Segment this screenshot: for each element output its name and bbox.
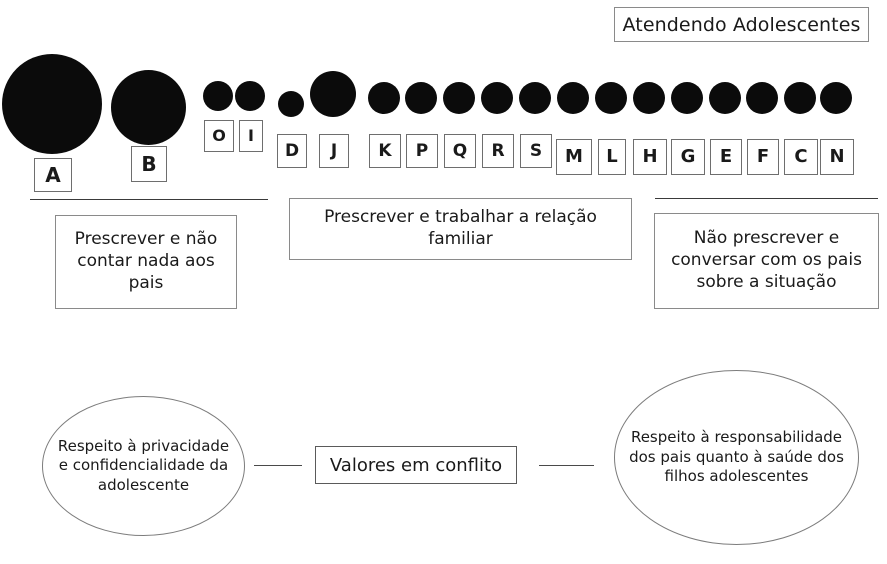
category-label-text: F <box>756 146 770 167</box>
value-ellipse-right: Respeito à responsabilidade dos pais qua… <box>614 370 859 545</box>
group-caption-middle-text: Prescrever e trabalhar a relação familia… <box>324 207 597 249</box>
frequency-dot-p <box>405 82 437 114</box>
frequency-dot-b <box>110 69 186 145</box>
category-label-text: J <box>330 140 338 161</box>
category-label-text: E <box>719 146 733 167</box>
category-label-text: L <box>606 146 618 167</box>
category-label-box-k: K <box>369 134 401 168</box>
category-label-text: R <box>491 140 505 161</box>
group-rule-right <box>655 198 878 199</box>
category-label-box-o: O <box>204 120 234 152</box>
category-label-box-q: Q <box>444 134 476 168</box>
category-label-box-l: L <box>598 139 626 175</box>
frequency-dot-i <box>235 81 265 111</box>
category-label-box-n: N <box>820 139 854 175</box>
category-label-box-a: A <box>34 158 72 192</box>
category-label-text: S <box>529 140 543 161</box>
category-label-box-r: R <box>482 134 514 168</box>
category-label-box-b: B <box>131 146 167 182</box>
frequency-dot-c <box>784 82 816 114</box>
frequency-dot-a <box>2 54 102 154</box>
frequency-dot-f <box>746 82 778 114</box>
conflict-center-box: Valores em conflito <box>315 446 517 484</box>
frequency-dot-q <box>443 82 475 114</box>
connector-left <box>254 465 302 466</box>
connector-right <box>539 465 594 466</box>
frequency-dot-g <box>671 82 703 114</box>
frequency-dot-j <box>310 71 356 117</box>
group-caption-right: Não prescrever e conversar com os pais s… <box>654 213 879 309</box>
group-caption-right-text: Não prescrever e conversar com os pais s… <box>671 228 862 292</box>
frequency-dot-h <box>633 82 665 114</box>
group-caption-middle: Prescrever e trabalhar a relação familia… <box>289 198 632 260</box>
category-label-text: Q <box>452 140 468 161</box>
conflict-center-text: Valores em conflito <box>329 454 503 476</box>
category-label-text: N <box>829 146 845 167</box>
category-label-text: G <box>680 146 696 167</box>
frequency-dot-e <box>709 82 741 114</box>
value-ellipse-left: Respeito à privacidade e confidencialida… <box>42 396 245 536</box>
frequency-dot-d <box>278 91 304 117</box>
frequency-dot-l <box>595 82 627 114</box>
frequency-dot-k <box>368 82 400 114</box>
diagram-title-text: Atendendo Adolescentes <box>622 13 861 36</box>
category-label-text: H <box>642 146 658 167</box>
category-label-box-c: C <box>784 139 818 175</box>
category-label-box-h: H <box>633 139 667 175</box>
category-label-box-m: M <box>556 139 592 175</box>
category-label-text: K <box>378 140 392 161</box>
category-label-text: D <box>284 140 300 161</box>
value-ellipse-right-text: Respeito à responsabilidade dos pais qua… <box>629 428 844 486</box>
frequency-dot-o <box>203 81 233 111</box>
diagram-title-box: Atendendo Adolescentes <box>614 7 869 42</box>
group-rule-left <box>30 199 268 200</box>
category-label-text: B <box>141 152 157 176</box>
category-label-box-e: E <box>710 139 742 175</box>
category-label-box-i: I <box>239 120 263 152</box>
category-label-text: I <box>248 126 254 145</box>
frequency-dot-n <box>820 82 852 114</box>
category-label-box-f: F <box>747 139 779 175</box>
frequency-dot-row <box>0 0 887 200</box>
frequency-dot-m <box>557 82 589 114</box>
frequency-dot-r <box>481 82 513 114</box>
category-label-text: C <box>794 146 808 167</box>
category-label-text: A <box>45 163 61 187</box>
group-caption-left-text: Prescrever e não contar nada aos pais <box>74 229 218 293</box>
category-label-box-p: P <box>406 134 438 168</box>
frequency-dot-s <box>519 82 551 114</box>
group-caption-left: Prescrever e não contar nada aos pais <box>55 215 237 309</box>
category-label-box-g: G <box>671 139 705 175</box>
category-label-text: M <box>565 146 583 167</box>
value-ellipse-left-text: Respeito à privacidade e confidencialida… <box>57 436 230 494</box>
category-label-text: P <box>415 140 429 161</box>
category-label-box-s: S <box>520 134 552 168</box>
category-label-box-d: D <box>277 134 307 168</box>
category-label-text: O <box>212 126 226 145</box>
category-label-box-j: J <box>319 134 349 168</box>
